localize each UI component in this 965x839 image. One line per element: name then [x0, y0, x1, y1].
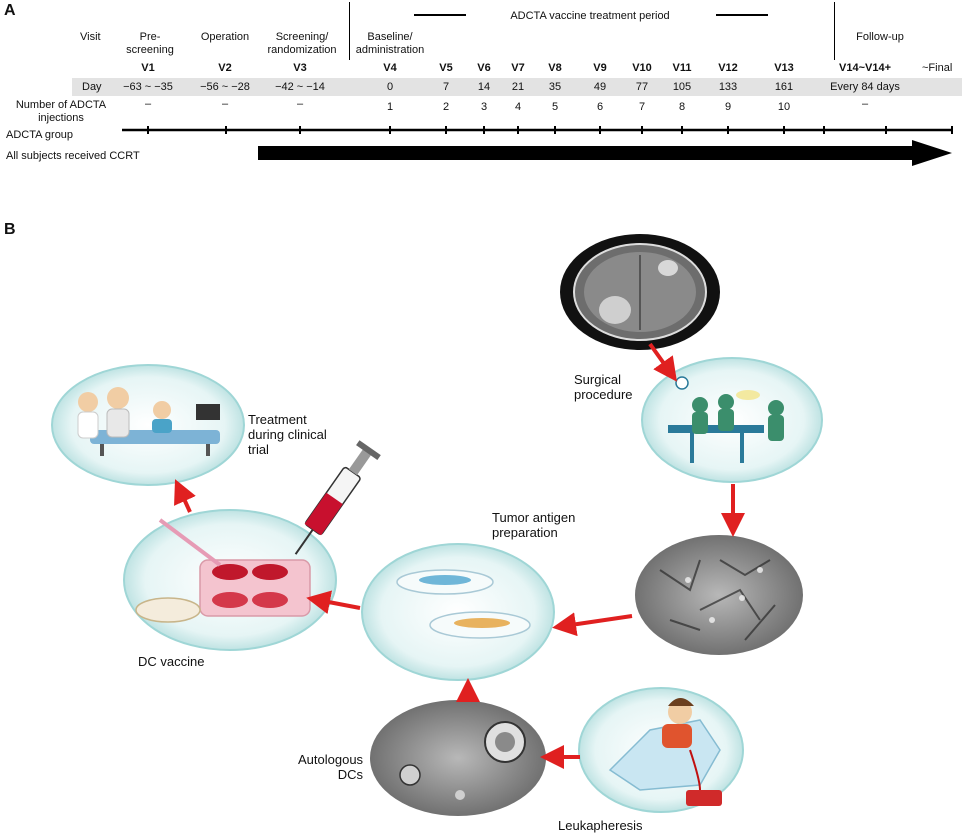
phase-screening: Screening/ randomization [267, 31, 337, 56]
inj-v14: – [861, 98, 869, 110]
phase-baseline: Baseline/ administration [355, 31, 425, 56]
visit-v12: V12 [718, 62, 738, 74]
brain-mri-image [560, 234, 720, 350]
visit-v13: V13 [774, 62, 794, 74]
leukapheresis-bubble [578, 687, 744, 813]
day-v2: −56 ~ −28 [200, 81, 250, 93]
injections-row-label: Number of ADCTA injections [15, 99, 107, 124]
inj-v1: – [144, 98, 152, 110]
inj-v11: 8 [678, 101, 686, 113]
visit-v8: V8 [548, 62, 562, 74]
phase-prescreening: Pre- screening [126, 31, 174, 56]
label-treatment: Treatment during clinical trial [248, 412, 327, 457]
adcta-group-timeline [122, 126, 953, 134]
day-v5: 7 [442, 81, 450, 93]
tumor-antigen-bubble [361, 543, 555, 681]
day-v9: 49 [593, 81, 607, 93]
day-v6: 14 [477, 81, 491, 93]
inj-v4: 1 [386, 101, 394, 113]
day-v8: 35 [548, 81, 562, 93]
period-line-left [414, 14, 466, 16]
tumor-cell-micrograph [635, 535, 803, 655]
label-autologous-dcs: Autologous DCs [298, 752, 364, 782]
day-v1: −63 ~ −35 [123, 81, 173, 93]
day-v11: 105 [672, 81, 692, 93]
label-surgical-procedure: Surgical procedure [574, 372, 633, 402]
label-dc-vaccine: DC vaccine [138, 654, 205, 669]
day-v3: −42 ~ −14 [275, 81, 325, 93]
autologous-dc-micrograph [370, 700, 546, 816]
visit-v10: V10 [632, 62, 652, 74]
syringe-icon [294, 440, 381, 555]
visit-v11: V11 [672, 62, 692, 74]
baseline-divider [349, 2, 350, 60]
visit-v7: V7 [511, 62, 525, 74]
visit-v14: V14~V14+ [839, 62, 891, 74]
panel-a-letter: A [4, 2, 16, 19]
inj-v2: – [221, 98, 229, 110]
visit-v3: V3 [293, 62, 307, 74]
inj-v10: 7 [638, 101, 646, 113]
visit-v4: V4 [383, 62, 397, 74]
visit-v5: V5 [439, 62, 453, 74]
followup-divider [834, 2, 835, 60]
visit-v1: V1 [141, 62, 155, 74]
group-row-label: ADCTA group [6, 129, 74, 141]
surgical-bubble [641, 357, 823, 483]
day-v4: 0 [386, 81, 394, 93]
period-line-right [716, 14, 768, 16]
visit-v6: V6 [477, 62, 491, 74]
inj-v3: – [296, 98, 304, 110]
inj-v9: 6 [596, 101, 604, 113]
inj-v8: 5 [551, 101, 559, 113]
ccrt-row-label: All subjects received CCRT [6, 150, 140, 162]
day-row-band [72, 78, 962, 96]
inj-v13: 10 [777, 101, 791, 113]
treatment-bubble [51, 364, 245, 486]
inj-v6: 3 [480, 101, 488, 113]
visit-row-label: Visit [80, 31, 101, 43]
visit-v9: V9 [593, 62, 607, 74]
day-v12: 133 [718, 81, 738, 93]
inj-v12: 9 [724, 101, 732, 113]
dc-vaccine-bubble [123, 509, 337, 651]
ccrt-arrow [258, 140, 952, 166]
day-v14: Every 84 days [830, 81, 900, 93]
phase-followup: Follow-up [856, 31, 904, 43]
day-v10: 77 [635, 81, 649, 93]
label-leukapheresis: Leukapheresis [558, 818, 643, 833]
inj-v5: 2 [442, 101, 450, 113]
treatment-period-label: ADCTA vaccine treatment period [510, 10, 670, 22]
day-row-label: Day [82, 81, 102, 93]
inj-v7: 4 [514, 101, 522, 113]
visit-v2: V2 [218, 62, 232, 74]
label-tumor-antigen: Tumor antigen preparation [492, 510, 576, 540]
phase-operation: Operation [200, 31, 250, 43]
day-v13: 161 [774, 81, 794, 93]
day-v7: 21 [511, 81, 525, 93]
workflow-arrows [174, 342, 745, 769]
panel-b-letter: B [4, 221, 16, 238]
final-label: ~Final [922, 62, 953, 74]
